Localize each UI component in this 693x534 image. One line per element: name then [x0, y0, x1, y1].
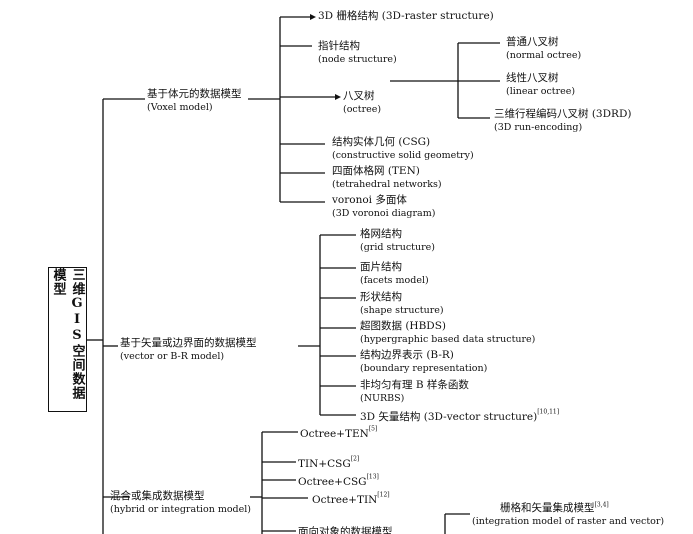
vector-child-shape-zh: 形状结构 — [360, 291, 402, 303]
vector-child-grid: 格网结构 (grid structure) — [360, 228, 435, 254]
vector-child-br: 结构边界表示 (B-R) (boundary representation) — [360, 349, 487, 375]
category-vector: 基于矢量或边界面的数据模型 (vector or B-R model) — [120, 337, 257, 363]
voxel-child-ten-zh: 四面体格网 (TEN) — [332, 165, 420, 177]
vector-child-grid-zh: 格网结构 — [360, 228, 402, 240]
voxel-child-octree: 八叉树 (octree) — [343, 90, 381, 116]
vector-child-nurbs-en: (NURBS) — [360, 393, 405, 404]
hybrid-child-octree-ten: Octree+TEN[5] — [300, 425, 377, 441]
voxel-child-ten: 四面体格网 (TEN) (tetrahedral networks) — [332, 165, 442, 191]
vector-child-shape-en: (shape structure) — [360, 305, 444, 316]
octree-child-3drd: 三维行程编码八叉树 (3DRD) (3D run-encoding) — [494, 108, 631, 134]
hybrid-child-integration-en: (integration model of raster and vector) — [472, 516, 665, 527]
vector-child-nurbs-zh: 非均匀有理 B 样条函数 — [360, 379, 469, 391]
hybrid-child-octree-tin-ref: [12] — [377, 491, 390, 499]
octree-child-normal: 普通八叉树 (normal octree) — [506, 36, 581, 62]
voxel-child-voronoi-en: (3D voronoi diagram) — [332, 208, 436, 219]
voxel-child-voronoi: voronoi 多面体 (3D voronoi diagram) — [332, 194, 435, 220]
hybrid-child-octree-ten-ref: [5] — [368, 425, 378, 433]
vector-child-shape: 形状结构 (shape structure) — [360, 291, 444, 317]
voxel-child-octree-zh: 八叉树 — [343, 90, 375, 102]
category-hybrid-zh: 混合或集成数据模型 — [110, 490, 205, 502]
hybrid-child-octree-csg-ref: [13] — [366, 473, 379, 481]
hybrid-child-octree-ten-label: Octree+TEN — [300, 428, 369, 440]
hybrid-child-tin-csg-ref: [2] — [350, 455, 360, 463]
vector-child-grid-en: (grid structure) — [360, 242, 435, 253]
hybrid-child-integration: 栅格和矢量集成模型[3,4] (integration model of ras… — [472, 502, 664, 528]
vector-child-hbds: 超图数据 (HBDS) (hypergraphic based data str… — [360, 320, 535, 346]
hybrid-child-octree-tin: Octree+TIN[12] — [312, 491, 390, 507]
voxel-child-csg-zh: 结构实体几何 (CSG) — [332, 136, 431, 148]
vector-child-facets-zh: 面片结构 — [360, 261, 402, 273]
category-hybrid-en: (hybrid or integration model) — [110, 504, 252, 515]
vector-child-nurbs: 非均匀有理 B 样条函数 (NURBS) — [360, 379, 469, 405]
category-voxel: 基于体元的数据模型 (Voxel model) — [147, 88, 242, 114]
root-node: 三维GIS空间数据模型 — [48, 267, 87, 412]
vector-child-3dvector-zh: 3D 矢量结构 (3D-vector structure) — [360, 411, 538, 423]
octree-child-linear-zh: 线性八叉树 — [506, 72, 559, 84]
vector-child-hbds-en: (hypergraphic based data structure) — [360, 334, 536, 345]
vector-child-3dvector-ref: [10,11] — [537, 408, 560, 416]
voxel-child-csg-en: (constructive solid geometry) — [332, 150, 474, 161]
voxel-child-raster: 3D 栅格结构 (3D-raster structure) — [318, 10, 494, 23]
octree-child-linear-en: (linear octree) — [506, 86, 576, 97]
hybrid-child-tin-csg-label: TIN+CSG — [298, 458, 351, 470]
voxel-child-csg: 结构实体几何 (CSG) (constructive solid geometr… — [332, 136, 474, 162]
octree-child-normal-en: (normal octree) — [506, 50, 582, 61]
category-vector-en: (vector or B-R model) — [120, 351, 225, 362]
octree-child-3drd-zh: 三维行程编码八叉树 (3DRD) — [494, 108, 632, 120]
vector-child-br-en: (boundary representation) — [360, 363, 488, 374]
octree-child-linear: 线性八叉树 (linear octree) — [506, 72, 575, 98]
root-label: 三维GIS空间数据模型 — [50, 268, 85, 400]
voxel-child-ten-en: (tetrahedral networks) — [332, 179, 442, 190]
category-voxel-zh: 基于体元的数据模型 — [147, 88, 242, 100]
vector-child-hbds-zh: 超图数据 (HBDS) — [360, 320, 447, 332]
vector-child-facets: 面片结构 (facets model) — [360, 261, 429, 287]
category-vector-zh: 基于矢量或边界面的数据模型 — [120, 337, 257, 349]
octree-child-3drd-en: (3D run-encoding) — [494, 122, 583, 133]
vector-child-br-zh: 结构边界表示 (B-R) — [360, 349, 454, 361]
category-voxel-en: (Voxel model) — [147, 102, 213, 113]
octree-child-normal-zh: 普通八叉树 — [506, 36, 559, 48]
voxel-child-node-en: (node structure) — [318, 54, 397, 65]
hybrid-child-tin-csg: TIN+CSG[2] — [298, 455, 359, 471]
voxel-child-node-zh: 指针结构 — [318, 40, 360, 52]
vector-child-3dvector: 3D 矢量结构 (3D-vector structure)[10,11] — [360, 408, 559, 424]
hybrid-child-integration-ref: [3,4] — [594, 501, 609, 509]
hybrid-child-octree-csg-label: Octree+CSG — [298, 476, 367, 488]
hybrid-child-object-model-label: 面向对象的数据模型 — [298, 526, 393, 534]
hybrid-child-octree-csg: Octree+CSG[13] — [298, 473, 379, 489]
voxel-child-node: 指针结构 (node structure) — [318, 40, 397, 66]
hybrid-child-object-model: 面向对象的数据模型 — [298, 523, 393, 534]
voxel-child-voronoi-zh: voronoi 多面体 — [332, 194, 407, 206]
hybrid-child-integration-zh: 栅格和矢量集成模型 — [500, 502, 595, 514]
vector-child-facets-en: (facets model) — [360, 275, 429, 286]
hybrid-child-octree-tin-label: Octree+TIN — [312, 494, 378, 506]
voxel-child-octree-en: (octree) — [343, 104, 382, 115]
voxel-child-raster-zh: 3D 栅格结构 (3D-raster structure) — [318, 10, 494, 22]
category-hybrid: 混合或集成数据模型 (hybrid or integration model) — [110, 490, 251, 516]
